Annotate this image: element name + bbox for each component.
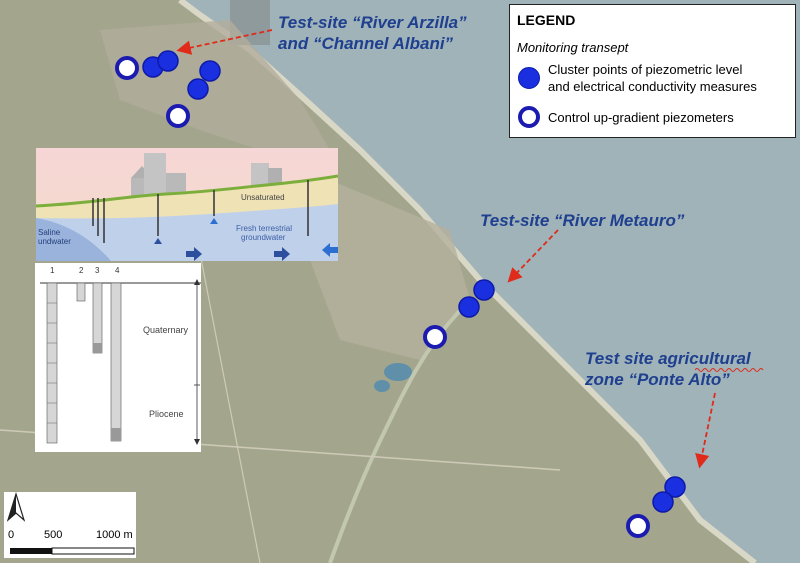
scale-tick-1000: 1000 m	[96, 529, 133, 541]
north-arrow-icon	[6, 492, 26, 522]
spellcheck-underline	[695, 368, 764, 372]
well-number-1: 1	[50, 266, 55, 275]
arrow-metauro	[507, 229, 559, 283]
legend-panel: LEGEND Monitoring transept Cluster point…	[509, 4, 796, 138]
scale-bar-drawing	[6, 492, 135, 555]
legend-control-label: Control up-gradient piezometers	[548, 110, 734, 125]
site-label-pontealto-line1: Test site agricultural	[585, 349, 751, 368]
arrow-pontealto	[695, 392, 716, 469]
site-label-pontealto-line2: zone “Ponte Alto”	[585, 370, 730, 389]
scale-bar: 0 500 1000 m	[4, 492, 136, 558]
legend-title: LEGEND	[517, 12, 576, 28]
fresh-groundwater-label: Fresh terrestrial groundwater	[236, 224, 292, 242]
cluster-point-marker[interactable]	[157, 50, 179, 72]
scale-tick-0: 0	[8, 529, 15, 541]
lake	[374, 380, 390, 392]
cluster-point-marker[interactable]	[199, 60, 221, 82]
well-logs-drawing	[40, 279, 201, 445]
cluster-point-marker[interactable]	[458, 296, 480, 318]
urban-area-north	[100, 20, 330, 150]
inset-well-logs: 1 2 3 4 Quat	[35, 263, 201, 452]
unsaturated-label: Unsaturated	[241, 193, 285, 202]
well-number-3: 3	[95, 266, 100, 275]
control-piezometer-marker[interactable]	[626, 514, 650, 538]
cross-section-drawing	[36, 148, 338, 261]
scale-tick-500: 500	[44, 529, 63, 541]
urban-area-center	[310, 180, 470, 360]
inset-cross-section: Unsaturated Fresh terrestrial groundwate…	[36, 148, 338, 261]
site-label-arzilla: Test-site “River Arzilla” and “Channel A…	[278, 12, 467, 54]
site-label-metauro: Test-site “River Metauro”	[480, 211, 685, 230]
legend-cluster-label-line2: and electrical conductivity measures	[548, 79, 757, 94]
saline-groundwater-label-line1: Saline	[38, 228, 61, 237]
quaternary-label: Quaternary	[143, 325, 189, 335]
control-piezometer-marker[interactable]	[423, 325, 447, 349]
cluster-point-marker[interactable]	[187, 78, 209, 100]
cluster-point-marker[interactable]	[652, 491, 674, 513]
legend-cluster-label: Cluster points of piezometric level and …	[548, 61, 757, 95]
control-piezometer-marker[interactable]	[115, 56, 139, 80]
saline-groundwater-label: Saline undwater	[38, 228, 71, 246]
fresh-groundwater-label-line2: groundwater	[241, 233, 286, 242]
pliocene-label: Pliocene	[149, 409, 184, 419]
legend-subtitle: Monitoring transept	[517, 40, 629, 55]
well-number-2: 2	[79, 266, 84, 275]
saline-groundwater-label-line2: undwater	[38, 237, 71, 246]
site-label-pontealto: Test site agricultural zone “Ponte Alto”	[585, 348, 751, 390]
cluster-point-marker[interactable]	[664, 476, 686, 498]
legend-cluster-label-line1: Cluster points of piezometric level	[548, 62, 743, 77]
site-label-arzilla-line1: Test-site “River Arzilla”	[278, 13, 467, 32]
fresh-groundwater-label-line1: Fresh terrestrial	[236, 224, 293, 233]
control-piezometer-marker[interactable]	[166, 104, 190, 128]
site-label-arzilla-line2: and “Channel Albani”	[278, 34, 454, 53]
legend-control-marker	[518, 106, 540, 128]
legend-cluster-marker	[518, 67, 540, 89]
well-number-4: 4	[115, 266, 120, 275]
lake	[384, 363, 412, 381]
cluster-point-marker[interactable]	[473, 279, 495, 301]
